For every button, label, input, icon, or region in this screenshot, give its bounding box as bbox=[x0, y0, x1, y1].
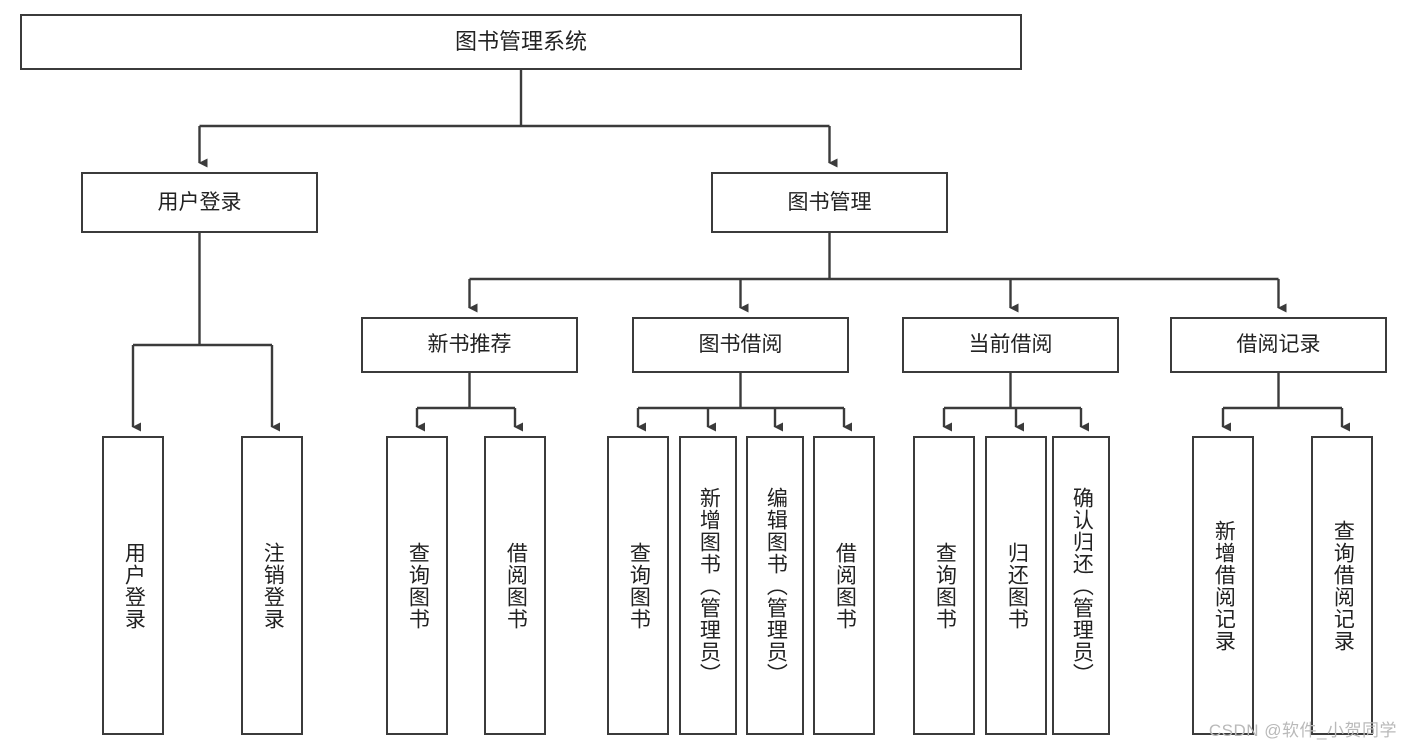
node-label: 注销登录 bbox=[261, 541, 285, 630]
node-label: 新增图书（管理员） bbox=[697, 486, 721, 685]
node-label: 编辑图书（管理员） bbox=[764, 486, 788, 685]
node-book-borrow[interactable]: 图书借阅 bbox=[632, 317, 849, 373]
node-label: 查询图书 bbox=[627, 541, 651, 630]
csdn-watermark: CSDN @软件_小贺同学 bbox=[1208, 721, 1397, 740]
node-leaf-confirm-return[interactable]: 确认归还（管理员） bbox=[1052, 436, 1110, 735]
node-label: 当前借阅 bbox=[968, 333, 1053, 357]
node-leaf-add-book[interactable]: 新增图书（管理员） bbox=[679, 436, 737, 735]
node-label: 查询借阅记录 bbox=[1331, 519, 1355, 652]
node-leaf-query-record[interactable]: 查询借阅记录 bbox=[1311, 436, 1373, 735]
node-label: 用户登录 bbox=[122, 541, 146, 630]
node-leaf-query-book-1[interactable]: 查询图书 bbox=[386, 436, 448, 735]
node-leaf-query-book-2[interactable]: 查询图书 bbox=[607, 436, 669, 735]
node-label: 借阅图书 bbox=[833, 541, 857, 630]
node-label: 新增借阅记录 bbox=[1212, 519, 1236, 652]
node-leaf-borrow-book-1[interactable]: 借阅图书 bbox=[484, 436, 546, 735]
node-label: 图书管理系统 bbox=[454, 28, 587, 54]
node-book-manage[interactable]: 图书管理 bbox=[711, 172, 948, 233]
node-label: 查询图书 bbox=[933, 541, 957, 630]
node-label: 图书借阅 bbox=[698, 333, 783, 357]
node-new-book-rec[interactable]: 新书推荐 bbox=[361, 317, 578, 373]
node-label: 借阅图书 bbox=[504, 541, 528, 630]
node-leaf-user-login[interactable]: 用户登录 bbox=[102, 436, 164, 735]
node-leaf-query-book-3[interactable]: 查询图书 bbox=[913, 436, 975, 735]
node-root[interactable]: 图书管理系统 bbox=[20, 14, 1022, 70]
node-leaf-user-logout[interactable]: 注销登录 bbox=[241, 436, 303, 735]
node-current-borrow[interactable]: 当前借阅 bbox=[902, 317, 1119, 373]
node-user-login[interactable]: 用户登录 bbox=[81, 172, 318, 233]
node-label: 借阅记录 bbox=[1236, 333, 1321, 357]
node-label: 归还图书 bbox=[1005, 541, 1029, 630]
node-label: 确认归还（管理员） bbox=[1070, 486, 1094, 685]
node-leaf-return-book[interactable]: 归还图书 bbox=[985, 436, 1047, 735]
node-leaf-edit-book[interactable]: 编辑图书（管理员） bbox=[746, 436, 804, 735]
node-label: 用户登录 bbox=[157, 190, 242, 214]
node-borrow-record[interactable]: 借阅记录 bbox=[1170, 317, 1387, 373]
node-label: 图书管理 bbox=[787, 190, 872, 214]
node-leaf-borrow-book-2[interactable]: 借阅图书 bbox=[813, 436, 875, 735]
node-label: 新书推荐 bbox=[427, 333, 512, 357]
node-leaf-add-record[interactable]: 新增借阅记录 bbox=[1192, 436, 1254, 735]
node-label: 查询图书 bbox=[406, 541, 430, 630]
